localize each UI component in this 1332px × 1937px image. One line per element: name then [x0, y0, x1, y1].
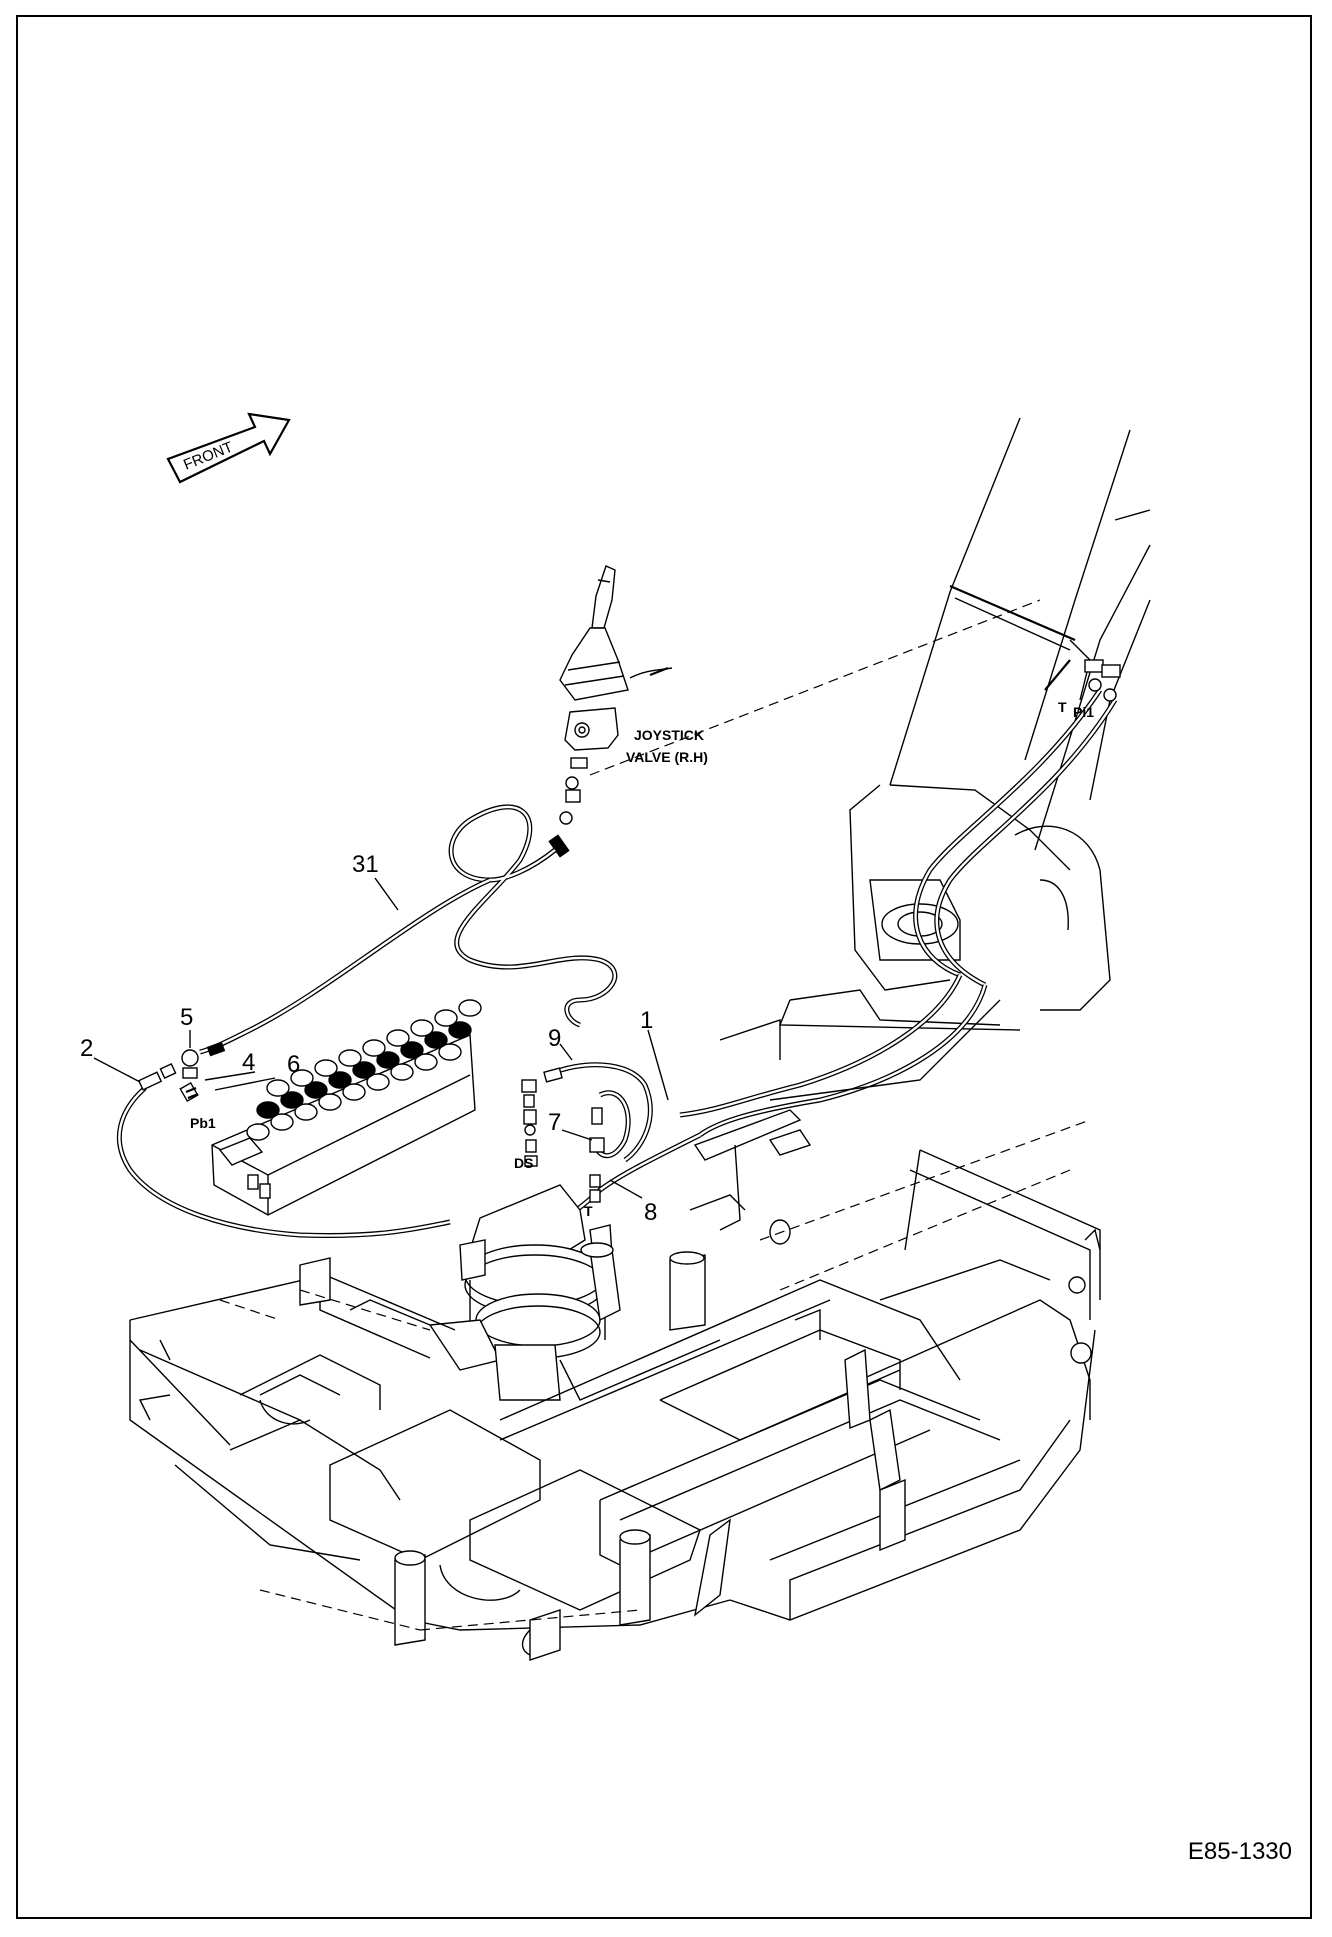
port-label-ds: DS [514, 1155, 533, 1171]
fittings-7-9 [521, 1062, 653, 1163]
valve-spool [410, 1019, 434, 1037]
valve-spool [366, 1073, 390, 1091]
valve-spool [386, 1029, 410, 1047]
valve-spool [318, 1093, 342, 1111]
valve-spool [256, 1101, 280, 1119]
fittings-4-5 [179, 1049, 199, 1103]
hose-2 [116, 1063, 451, 1239]
port-label-t-boom: T [1058, 699, 1067, 715]
pilot-hose-31 [199, 804, 618, 1057]
port-label-pi1: Pi1 [1073, 704, 1094, 720]
swivel-joint [428, 1139, 621, 1401]
valve-spool [434, 1009, 458, 1027]
valve-spool [290, 1069, 314, 1087]
center-dashes [219, 599, 1091, 1631]
valve-spool [246, 1123, 270, 1141]
front-arrow: FRONT [166, 412, 291, 484]
valve-spool [414, 1053, 438, 1071]
port-label-pb1: Pb1 [190, 1115, 216, 1131]
valve-spool [280, 1091, 304, 1109]
callout-1: 1 [640, 1007, 653, 1034]
valve-spool [438, 1043, 462, 1061]
valve-spool [314, 1059, 338, 1077]
joystick-valve [548, 565, 673, 858]
valve-spool [266, 1079, 290, 1097]
valve-spool [458, 999, 482, 1017]
leader-lines [93, 877, 669, 1199]
callout-9: 9 [548, 1025, 561, 1052]
drawing-code: E85-1330 [1187, 1838, 1292, 1865]
valve-spool [400, 1041, 424, 1059]
callout-4: 4 [242, 1049, 255, 1076]
valve-spool [362, 1039, 386, 1057]
valve-spool [352, 1061, 376, 1079]
joystick-label-line2: VALVE (R.H) [626, 749, 708, 765]
valve-spool [376, 1051, 400, 1069]
boom-hoses [538, 659, 1121, 1242]
callout-7: 7 [548, 1109, 561, 1136]
valve-spool [294, 1103, 318, 1121]
callout-6: 6 [287, 1051, 300, 1078]
boom [778, 417, 1151, 1031]
valve-spool [424, 1031, 448, 1049]
valve-spool [338, 1049, 362, 1067]
valve-spool [328, 1071, 352, 1089]
valve-spool [304, 1081, 328, 1099]
callout-5: 5 [180, 1004, 193, 1031]
upper-frame [129, 999, 1101, 1661]
callout-31: 31 [352, 851, 379, 878]
callout-8: 8 [644, 1199, 657, 1226]
valve-spool [270, 1113, 294, 1131]
valve-spool [390, 1063, 414, 1081]
valve-spool [448, 1021, 472, 1039]
joystick-label-line1: JOYSTICK [634, 727, 704, 743]
port-label-t: T [584, 1203, 593, 1219]
valve-spool [342, 1083, 366, 1101]
callout-2: 2 [80, 1035, 93, 1062]
drawing-frame [16, 15, 1312, 1919]
valve-sections [246, 999, 482, 1141]
